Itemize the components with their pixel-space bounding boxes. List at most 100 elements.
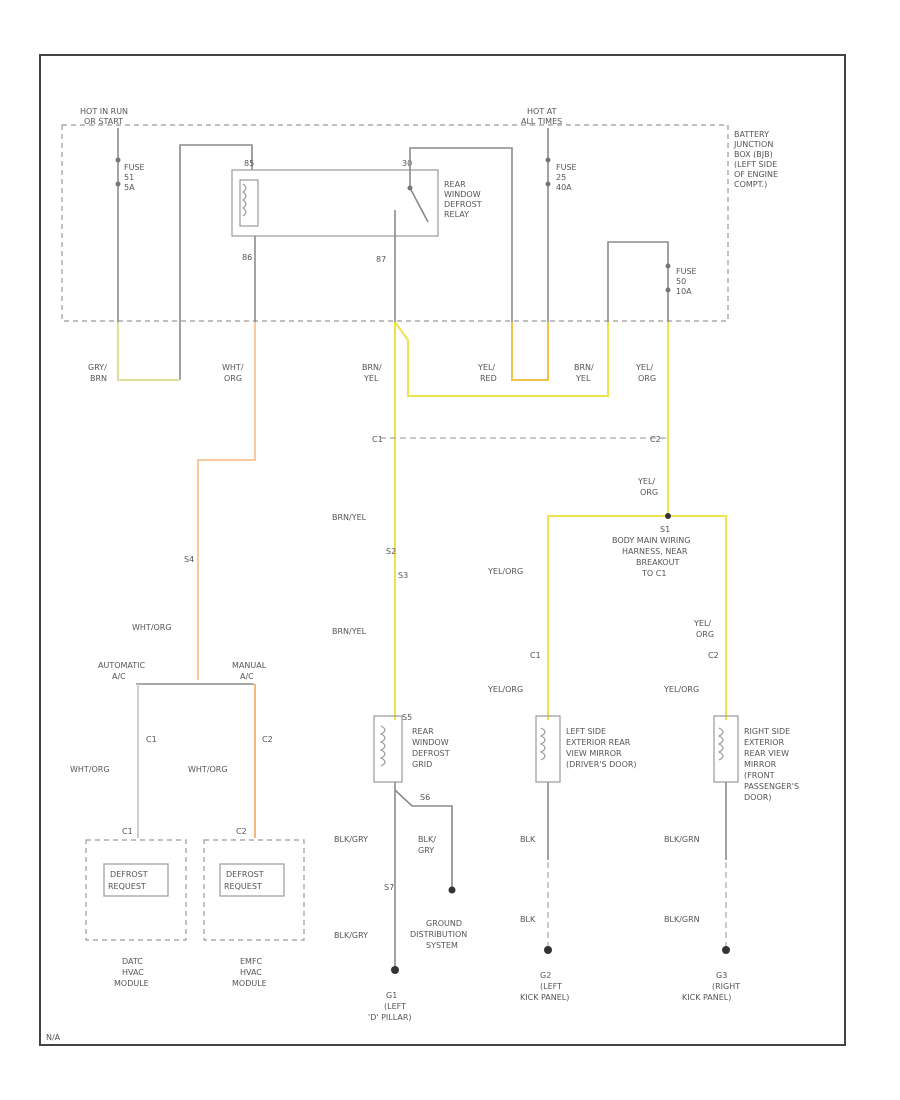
splice-label-2: BODY MAIN WIRING bbox=[612, 536, 690, 545]
junction-box-label-3: BOX (BJB) bbox=[734, 150, 773, 159]
gry-brn-label-1: GRY/ bbox=[88, 363, 107, 372]
fuse-mid-label-3: 40A bbox=[556, 183, 572, 192]
wht-org-wire-upper bbox=[197, 322, 256, 680]
rear-window-defrost-relay bbox=[231, 169, 439, 237]
connector-s3-label: S3 bbox=[398, 571, 408, 580]
relay-label-4: RELAY bbox=[444, 210, 469, 219]
blk-gry-label-1: BLK/GRY bbox=[334, 835, 368, 844]
g3-label-3: KICK PANEL) bbox=[682, 993, 731, 1002]
wht-org-lower-label: WHT/ORG bbox=[132, 623, 172, 632]
junction-box-label-2: JUNCTION bbox=[733, 140, 773, 149]
yel-org-left-label-2: YEL/ORG bbox=[487, 685, 523, 694]
ground-g1 bbox=[391, 966, 399, 974]
diagram-frame bbox=[39, 54, 846, 1046]
g1-label-1: G1 bbox=[386, 991, 397, 1000]
left-mirror-label-3: VIEW MIRROR bbox=[566, 749, 622, 758]
connector-s4-label: S4 bbox=[184, 555, 194, 564]
connector-c2-grid-label: C2 bbox=[236, 827, 247, 836]
hot-all-times-label-1: HOT AT bbox=[527, 107, 557, 116]
rear-window-defrost-grid bbox=[373, 715, 403, 783]
automatic-label-2: A/C bbox=[112, 672, 126, 681]
ground-dist-label-2: DISTRIBUTION bbox=[410, 930, 467, 939]
rear-grid-label-2: WINDOW bbox=[412, 738, 449, 747]
fuse-right-label-1: FUSE bbox=[676, 267, 697, 276]
ground-distribution-terminal bbox=[448, 886, 456, 894]
blk-grn-label-1: BLK/GRN bbox=[664, 835, 700, 844]
junction-box-label-1: BATTERY bbox=[734, 130, 769, 139]
right-mirror-label-1: RIGHT SIDE bbox=[744, 727, 790, 736]
brn-yel-wire-upper bbox=[394, 321, 609, 397]
splice-label-5: TO C1 bbox=[641, 569, 666, 578]
relay-label-1: REAR bbox=[444, 180, 466, 189]
emfc-label-3: MODULE bbox=[232, 979, 267, 988]
gry-brn-wire bbox=[117, 322, 180, 381]
hot-run-start-label-2: OR START bbox=[84, 117, 123, 126]
fuse-mid-label-2: 25 bbox=[556, 173, 566, 182]
yel-org-left-label: YEL/ORG bbox=[487, 567, 523, 576]
brn-yel-label-1: BRN/ bbox=[362, 363, 382, 372]
automatic-label-1: AUTOMATIC bbox=[98, 661, 146, 670]
rear-grid-label-4: GRID bbox=[412, 760, 432, 769]
relay-pin-86: 86 bbox=[242, 253, 252, 262]
connector-c1-left-label: C1 bbox=[146, 735, 157, 744]
splice-label-1: S1 bbox=[660, 525, 670, 534]
blk-gry-label-4: BLK/GRY bbox=[334, 931, 368, 940]
blk-grn-label-2: BLK/GRN bbox=[664, 915, 700, 924]
defrost-request-2-label-2: REQUEST bbox=[224, 882, 262, 891]
fuse-left-label-2: 51 bbox=[124, 173, 134, 182]
brn-yel-label-3: BRN/ bbox=[574, 363, 594, 372]
rear-grid-label-1: REAR bbox=[412, 727, 434, 736]
connector-c2-right-label: C2 bbox=[708, 651, 719, 660]
junction-box-label-4: (LEFT SIDE bbox=[734, 160, 777, 169]
defrost-request-1-label-2: REQUEST bbox=[108, 882, 146, 891]
hot-run-start-label-1: HOT IN RUN bbox=[80, 107, 128, 116]
g2-label-2: (LEFT bbox=[540, 982, 562, 991]
datc-label-1: DATC bbox=[122, 957, 143, 966]
right-mirror-label-6: PASSENGER'S bbox=[744, 782, 799, 791]
connector-c1-grid-label: C1 bbox=[122, 827, 133, 836]
blk-gry-label-2: BLK/ bbox=[418, 835, 436, 844]
junction-box-label-5: OF ENGINE bbox=[734, 170, 778, 179]
rear-grid-label-3: DEFROST bbox=[412, 749, 450, 758]
brn-yel-label-2: YEL bbox=[363, 374, 379, 383]
manual-label-1: MANUAL bbox=[232, 661, 267, 670]
blk-gry-label-3: GRY bbox=[418, 846, 434, 855]
yel-org-right-label-3: YEL/ORG bbox=[663, 685, 699, 694]
connector-c1-right-label: C1 bbox=[530, 651, 541, 660]
right-mirror-label-3: REAR VIEW bbox=[744, 749, 789, 758]
left-mirror-label-2: EXTERIOR REAR bbox=[566, 738, 631, 747]
defrost-request-datc bbox=[103, 863, 169, 897]
left-side-exterior-rear-view-mirror bbox=[535, 715, 561, 783]
right-mirror-label-5: (FRONT bbox=[744, 771, 775, 780]
relay-pin-87: 87 bbox=[376, 255, 386, 264]
footer-code: N/A bbox=[46, 1033, 61, 1042]
grid-ground-dist-wire bbox=[394, 789, 453, 888]
yel-red-label-1: YEL/ bbox=[477, 363, 495, 372]
relay-pin-85: 85 bbox=[244, 159, 254, 168]
defrost-request-1-label-1: DEFROST bbox=[110, 870, 148, 879]
yel-org-label-4: ORG bbox=[640, 488, 658, 497]
splice-label-3: HARNESS, NEAR bbox=[622, 547, 688, 556]
defrost-request-emfc bbox=[219, 863, 285, 897]
yel-org-label-3: YEL/ bbox=[637, 477, 655, 486]
yel-org-right-label-1: YEL/ bbox=[693, 619, 711, 628]
g2-label-3: KICK PANEL) bbox=[520, 993, 569, 1002]
datc-label-2: HVAC bbox=[122, 968, 144, 977]
wht-org-label-1: WHT/ bbox=[222, 363, 244, 372]
fuse-left-label-1: FUSE bbox=[124, 163, 145, 172]
blk-label-2: BLK bbox=[520, 915, 536, 924]
g2-label-1: G2 bbox=[540, 971, 551, 980]
right-mirror-label-4: MIRROR bbox=[744, 760, 777, 769]
relay-label-2: WINDOW bbox=[444, 190, 481, 199]
splice-s1-dot bbox=[665, 513, 671, 519]
manual-label-2: A/C bbox=[240, 672, 254, 681]
emfc-label-1: EMFC bbox=[240, 957, 263, 966]
brn-yel-lower-label-2: BRN/YEL bbox=[332, 627, 367, 636]
blk-label-1: BLK bbox=[520, 835, 536, 844]
yel-org-right-label-2: ORG bbox=[696, 630, 714, 639]
connector-s5-label: S5 bbox=[402, 713, 412, 722]
connector-s6-label: S6 bbox=[420, 793, 430, 802]
left-mirror-label-1: LEFT SIDE bbox=[566, 727, 606, 736]
wht-org-right-label: WHT/ORG bbox=[188, 765, 228, 774]
